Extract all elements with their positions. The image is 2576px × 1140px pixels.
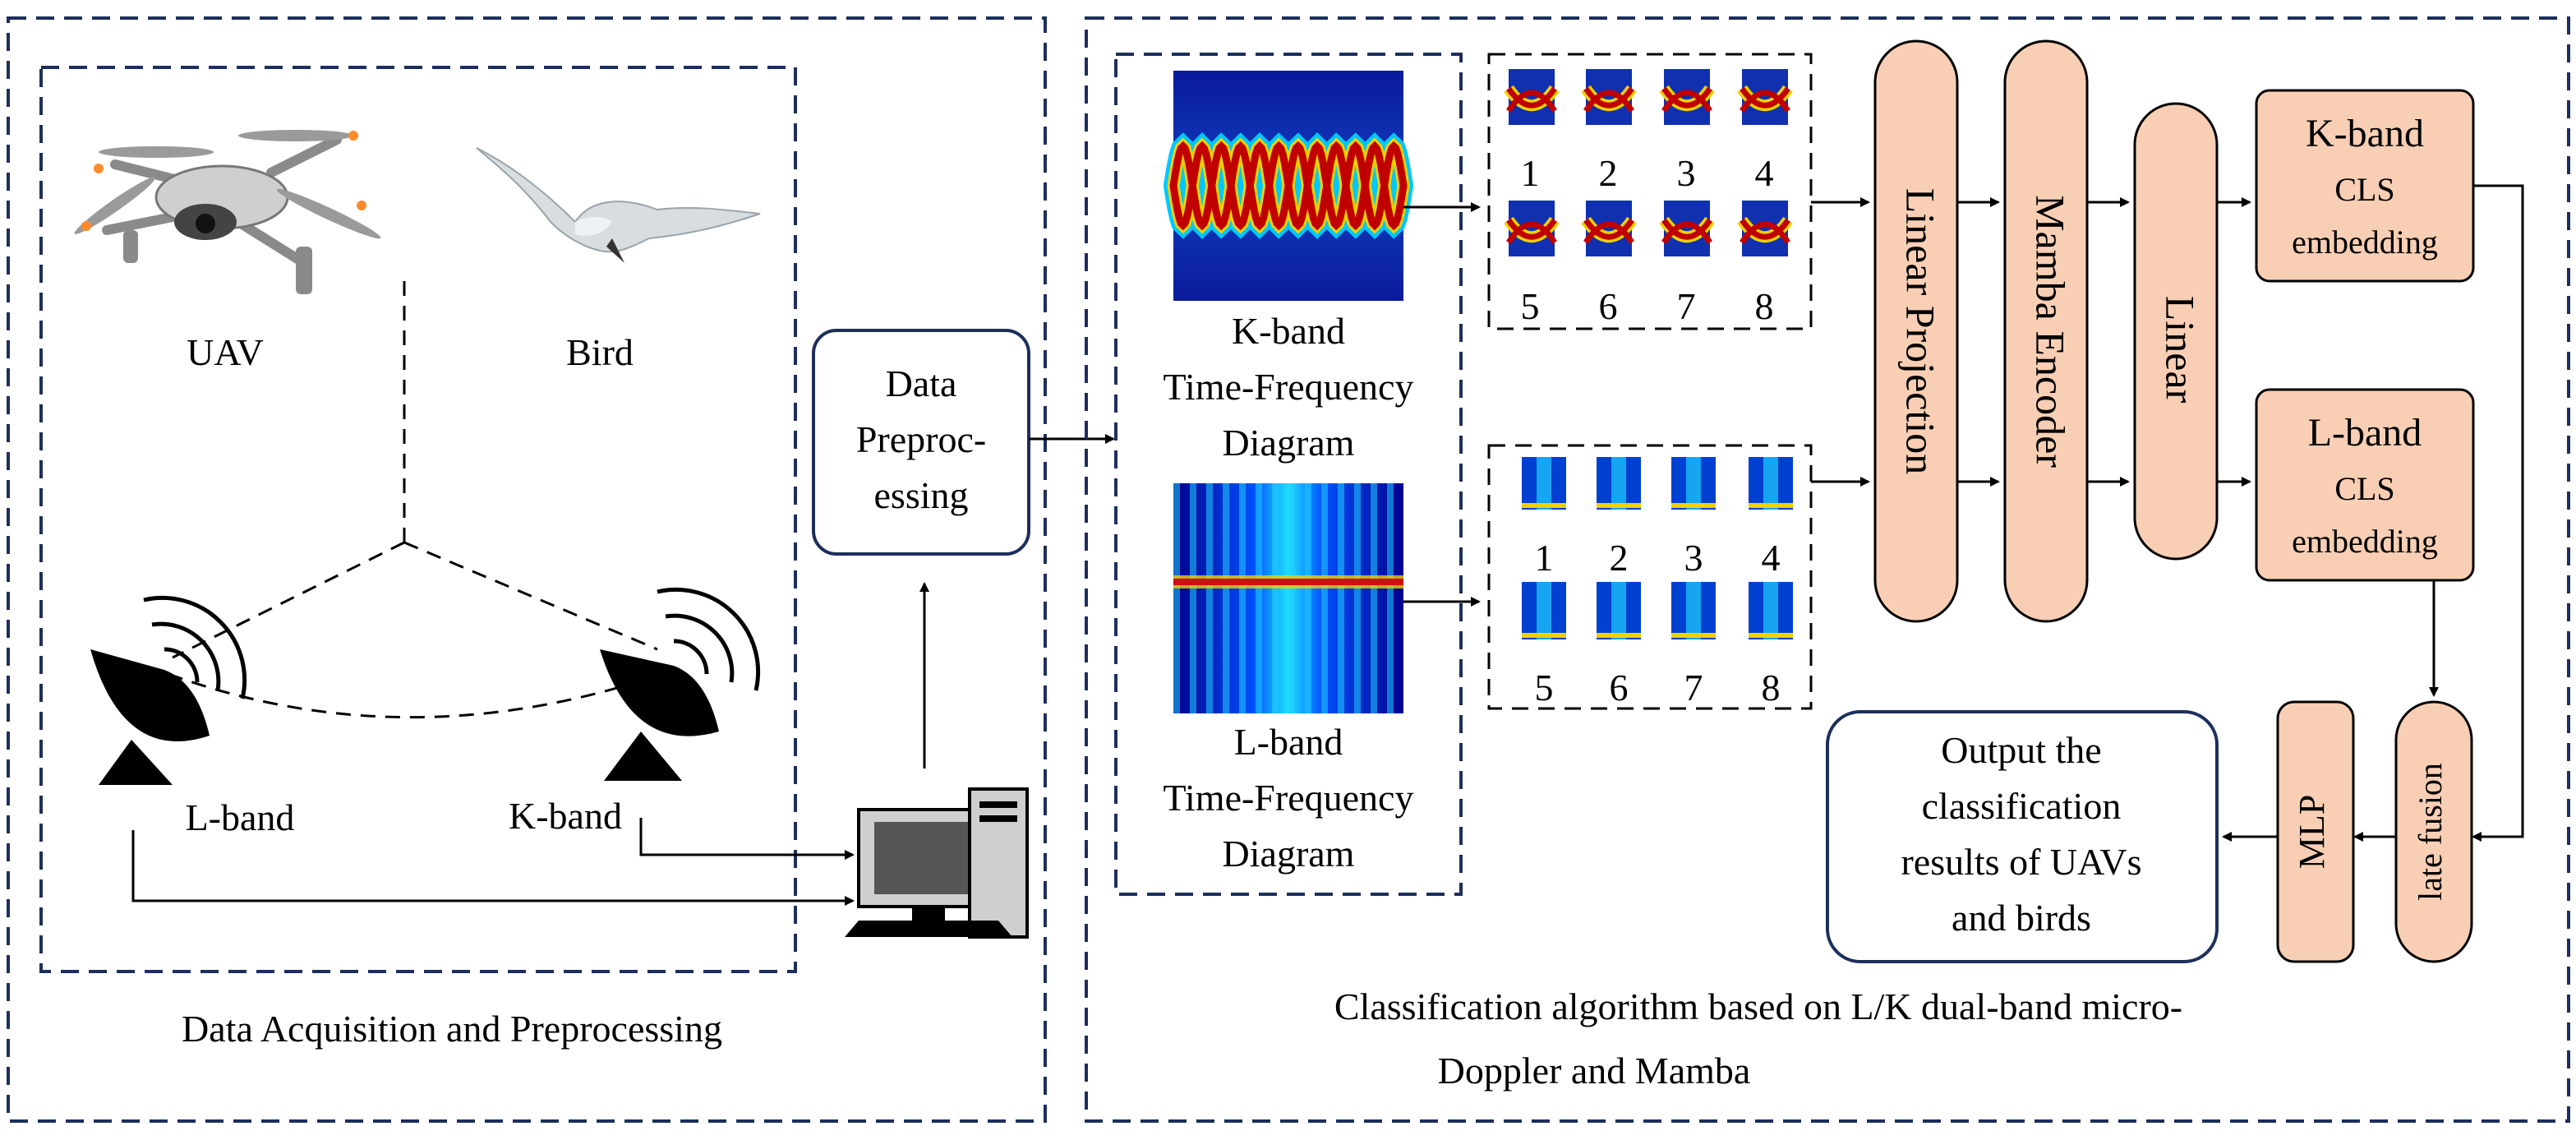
acquisition-inner-frame (39, 66, 797, 973)
kband-cls-line3: embedding (2292, 224, 2438, 261)
linear-block (2133, 102, 2219, 561)
detection-dashed-lines (168, 281, 658, 719)
right-panel-frame (1085, 16, 2570, 1123)
output-line2: classification (1922, 785, 2122, 827)
mamba-encoder-label: Mamba Encoder (2028, 195, 2074, 468)
lband-cls-embedding-block (2255, 388, 2475, 582)
output-box (1826, 710, 2219, 963)
lband-cls-line3: embedding (2292, 523, 2438, 560)
l-patch-number-2: 2 (1610, 537, 1629, 579)
kband-cls-line2: CLS (2334, 171, 2394, 208)
bird-label: Bird (566, 331, 634, 373)
kband-patch-grid (1504, 69, 1793, 256)
data-preprocessing-box (812, 329, 1030, 556)
k-patch-number-5: 5 (1521, 285, 1540, 327)
l-patch-number-4: 4 (1762, 537, 1781, 579)
kband-spectrogram (1164, 71, 1413, 301)
right-panel-title-line2: Doppler and Mamba (1438, 1050, 1751, 1092)
linear-label: Linear (2158, 296, 2204, 404)
output-line1: Output the (1941, 729, 2101, 771)
left-panel-frame (7, 16, 1047, 1123)
tf-diagrams-frame (1114, 53, 1463, 896)
computer-icon (845, 787, 1029, 939)
lband-tf-line3: Diagram (1223, 833, 1355, 875)
k-patch-number-6: 6 (1599, 285, 1618, 327)
kband-radar-label: K-band (509, 795, 622, 837)
k-patch-number-3: 3 (1677, 152, 1696, 194)
l-patch-number-5: 5 (1535, 667, 1554, 708)
l-patch-number-3: 3 (1684, 537, 1703, 579)
kband-tf-line3: Diagram (1223, 422, 1355, 464)
kband-patches-frame (1487, 53, 1813, 330)
lband-patches-frame (1487, 444, 1813, 710)
lband-radar-label: L-band (186, 796, 295, 838)
l-patch-number-6: 6 (1610, 667, 1629, 708)
mlp-label: MLP (2292, 795, 2332, 869)
preprocess-line1: Data (886, 362, 957, 404)
k-patch-number-1: 1 (1521, 152, 1540, 194)
kband-radar-icon (600, 587, 761, 781)
l-patch-number-8: 8 (1762, 667, 1781, 708)
linear-projection-block (1873, 39, 1959, 623)
kcls-to-fusion-arrow (2472, 184, 2524, 842)
uav-label: UAV (187, 331, 264, 373)
mlp-block (2276, 700, 2355, 963)
right-panel-title-line1: Classification algorithm based on L/K du… (1334, 985, 2182, 1027)
preprocess-line3: essing (874, 474, 969, 516)
kband-tf-line1: K-band (1232, 310, 1345, 352)
lband-tf-line2: Time-Frequency (1164, 777, 1414, 819)
late-fusion-block (2394, 700, 2473, 963)
lband-radar-icon (90, 595, 247, 785)
lband-tf-line1: L-band (1234, 721, 1343, 763)
kband-to-computer-arrow (639, 818, 855, 860)
linear-projection-label: Linear Projection (1898, 188, 1944, 475)
mamba-encoder-block (2003, 39, 2089, 623)
lband-patch-grid (1522, 457, 1793, 639)
l-patch-number-7: 7 (1684, 667, 1703, 708)
k-patch-number-4: 4 (1755, 152, 1774, 194)
uav-drone-icon (74, 130, 381, 294)
output-line4: and birds (1952, 897, 2091, 939)
lband-to-computer-arrow (131, 830, 855, 906)
k-patch-number-2: 2 (1599, 152, 1618, 194)
k-patch-number-8: 8 (1755, 285, 1774, 327)
l-patch-number-1: 1 (1535, 537, 1554, 579)
late-fusion-label: late fusion (2412, 763, 2449, 901)
k-patch-number-7: 7 (1677, 285, 1696, 327)
lband-cls-line1: L-band (2308, 411, 2422, 455)
preprocess-line2: Preproc- (856, 418, 986, 460)
left-panel-title: Data Acquisition and Preprocessing (182, 1008, 722, 1050)
lband-spectrogram (1173, 483, 1403, 713)
bird-icon (476, 147, 761, 263)
kband-tf-line2: Time-Frequency (1164, 366, 1414, 408)
output-line3: results of UAVs (1901, 841, 2141, 883)
lband-cls-line2: CLS (2334, 470, 2394, 507)
kband-cls-line1: K-band (2306, 112, 2424, 155)
